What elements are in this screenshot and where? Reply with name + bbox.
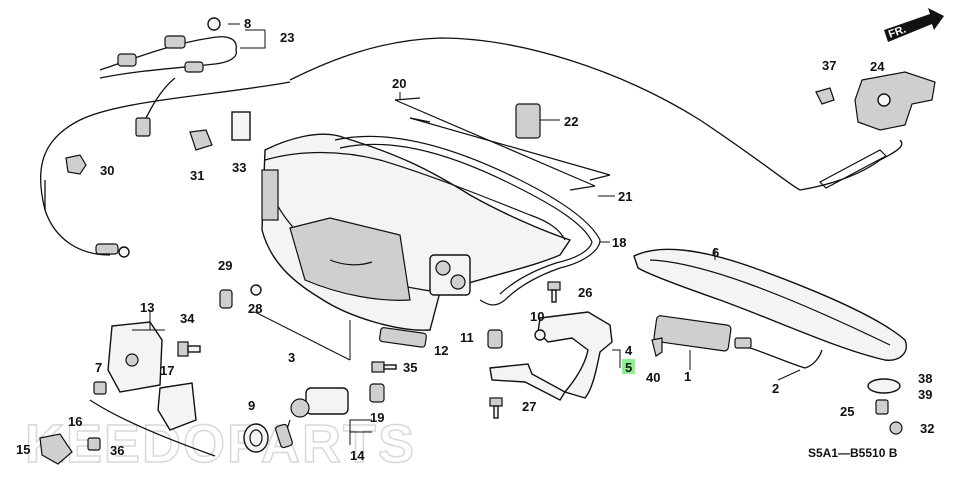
callout-29[interactable]: 29 [218, 258, 232, 273]
cable-connector [135, 117, 151, 137]
callout-40[interactable]: 40 [646, 370, 660, 385]
bumper-11 [487, 329, 503, 349]
diagram-code: S5A1—B5510 B [808, 446, 898, 460]
latch-cover [157, 382, 197, 431]
hinge-arm [489, 363, 566, 401]
cable-clamp [117, 53, 137, 67]
callout-35[interactable]: 35 [403, 360, 417, 375]
callout-25[interactable]: 25 [840, 404, 854, 419]
callout-13[interactable]: 13 [140, 300, 154, 315]
screw-40 [651, 337, 663, 357]
bolt-37 [815, 87, 835, 105]
callout-5-highlight [622, 359, 635, 374]
callout-14[interactable]: 14 [350, 448, 365, 463]
callout-33[interactable]: 33 [232, 160, 246, 175]
latch-striker [39, 433, 73, 465]
callout-9[interactable]: 9 [248, 398, 255, 413]
callout-28[interactable]: 28 [248, 301, 262, 316]
callout-39[interactable]: 39 [918, 387, 932, 402]
callout-26[interactable]: 26 [578, 285, 592, 300]
trunk-lock [854, 71, 936, 131]
light-harness [739, 344, 823, 369]
latch-rod [89, 399, 216, 457]
callout-5[interactable]: 5 [625, 360, 632, 375]
callout-20[interactable]: 20 [392, 76, 406, 91]
rear-spoiler [633, 248, 907, 361]
bolt-36 [87, 437, 101, 451]
callout-30[interactable]: 30 [100, 163, 114, 178]
cable-end-fitting [95, 243, 130, 258]
callout-4[interactable]: 4 [625, 343, 633, 358]
callout-36[interactable]: 36 [110, 443, 124, 458]
trunk-opener-cable [289, 37, 801, 191]
nut-7 [93, 381, 107, 395]
callout-37[interactable]: 37 [822, 58, 836, 73]
bolt-34 [177, 341, 201, 357]
callout-8[interactable]: 8 [244, 16, 251, 31]
emblem-38 [867, 378, 901, 394]
callout-15[interactable]: 15 [16, 442, 30, 457]
opener-switch [515, 103, 541, 139]
clip-32 [889, 421, 903, 435]
callout-10[interactable]: 10 [530, 309, 544, 324]
callout-3[interactable]: 3 [288, 350, 295, 365]
clip-19 [369, 383, 385, 403]
bolt-26 [547, 281, 561, 303]
callout-38[interactable]: 38 [918, 371, 932, 386]
trunk-key-cylinder [275, 387, 349, 449]
callout-7[interactable]: 7 [95, 360, 102, 375]
bolt-25 [875, 399, 889, 415]
callout-1[interactable]: 1 [684, 369, 691, 384]
grommet-icon [207, 17, 221, 31]
callout-16[interactable]: 16 [68, 414, 82, 429]
grommet-28 [250, 284, 262, 296]
license-garnish-area [289, 217, 411, 301]
high-mount-stop-light [653, 315, 732, 352]
clip-31 [189, 129, 213, 151]
clip-29 [219, 289, 233, 309]
callout-22[interactable]: 22 [564, 114, 578, 129]
callout-12[interactable]: 12 [434, 343, 448, 358]
bolt-35 [371, 361, 397, 373]
callout-32[interactable]: 32 [920, 421, 934, 436]
torsion-bar-20 [394, 99, 596, 187]
key-icon [275, 423, 293, 449]
torsion-bar-21 [409, 117, 611, 176]
callout-27[interactable]: 27 [522, 399, 536, 414]
watermark-text: KEEDOPARTS [25, 414, 416, 474]
cable-clip [65, 154, 87, 175]
garnish-bracket [379, 327, 427, 348]
front-direction-label: FR. [887, 23, 908, 40]
callout-31[interactable]: 31 [190, 168, 204, 183]
callout-34[interactable]: 34 [180, 311, 195, 326]
release-cable [39, 81, 291, 256]
callout-17[interactable]: 17 [160, 363, 174, 378]
license-light-housing [429, 254, 471, 296]
callout-19[interactable]: 19 [370, 410, 384, 425]
lid-side-bracket [261, 169, 279, 221]
callout-21[interactable]: 21 [618, 189, 632, 204]
bolt-27 [489, 397, 503, 419]
callout-2[interactable]: 2 [772, 381, 779, 396]
seal-ring [243, 423, 269, 453]
pad-33 [231, 111, 251, 141]
callout-11[interactable]: 11 [460, 330, 474, 345]
callout-18[interactable]: 18 [612, 235, 626, 250]
callout-6[interactable]: 6 [712, 245, 719, 260]
callout-23[interactable]: 23 [280, 30, 294, 45]
weatherstrip [334, 135, 601, 306]
front-direction-arrow-icon: FR. [884, 8, 944, 42]
callout-24[interactable]: 24 [870, 59, 885, 74]
grommet-10 [534, 329, 546, 341]
trunk-hinge [537, 311, 613, 399]
